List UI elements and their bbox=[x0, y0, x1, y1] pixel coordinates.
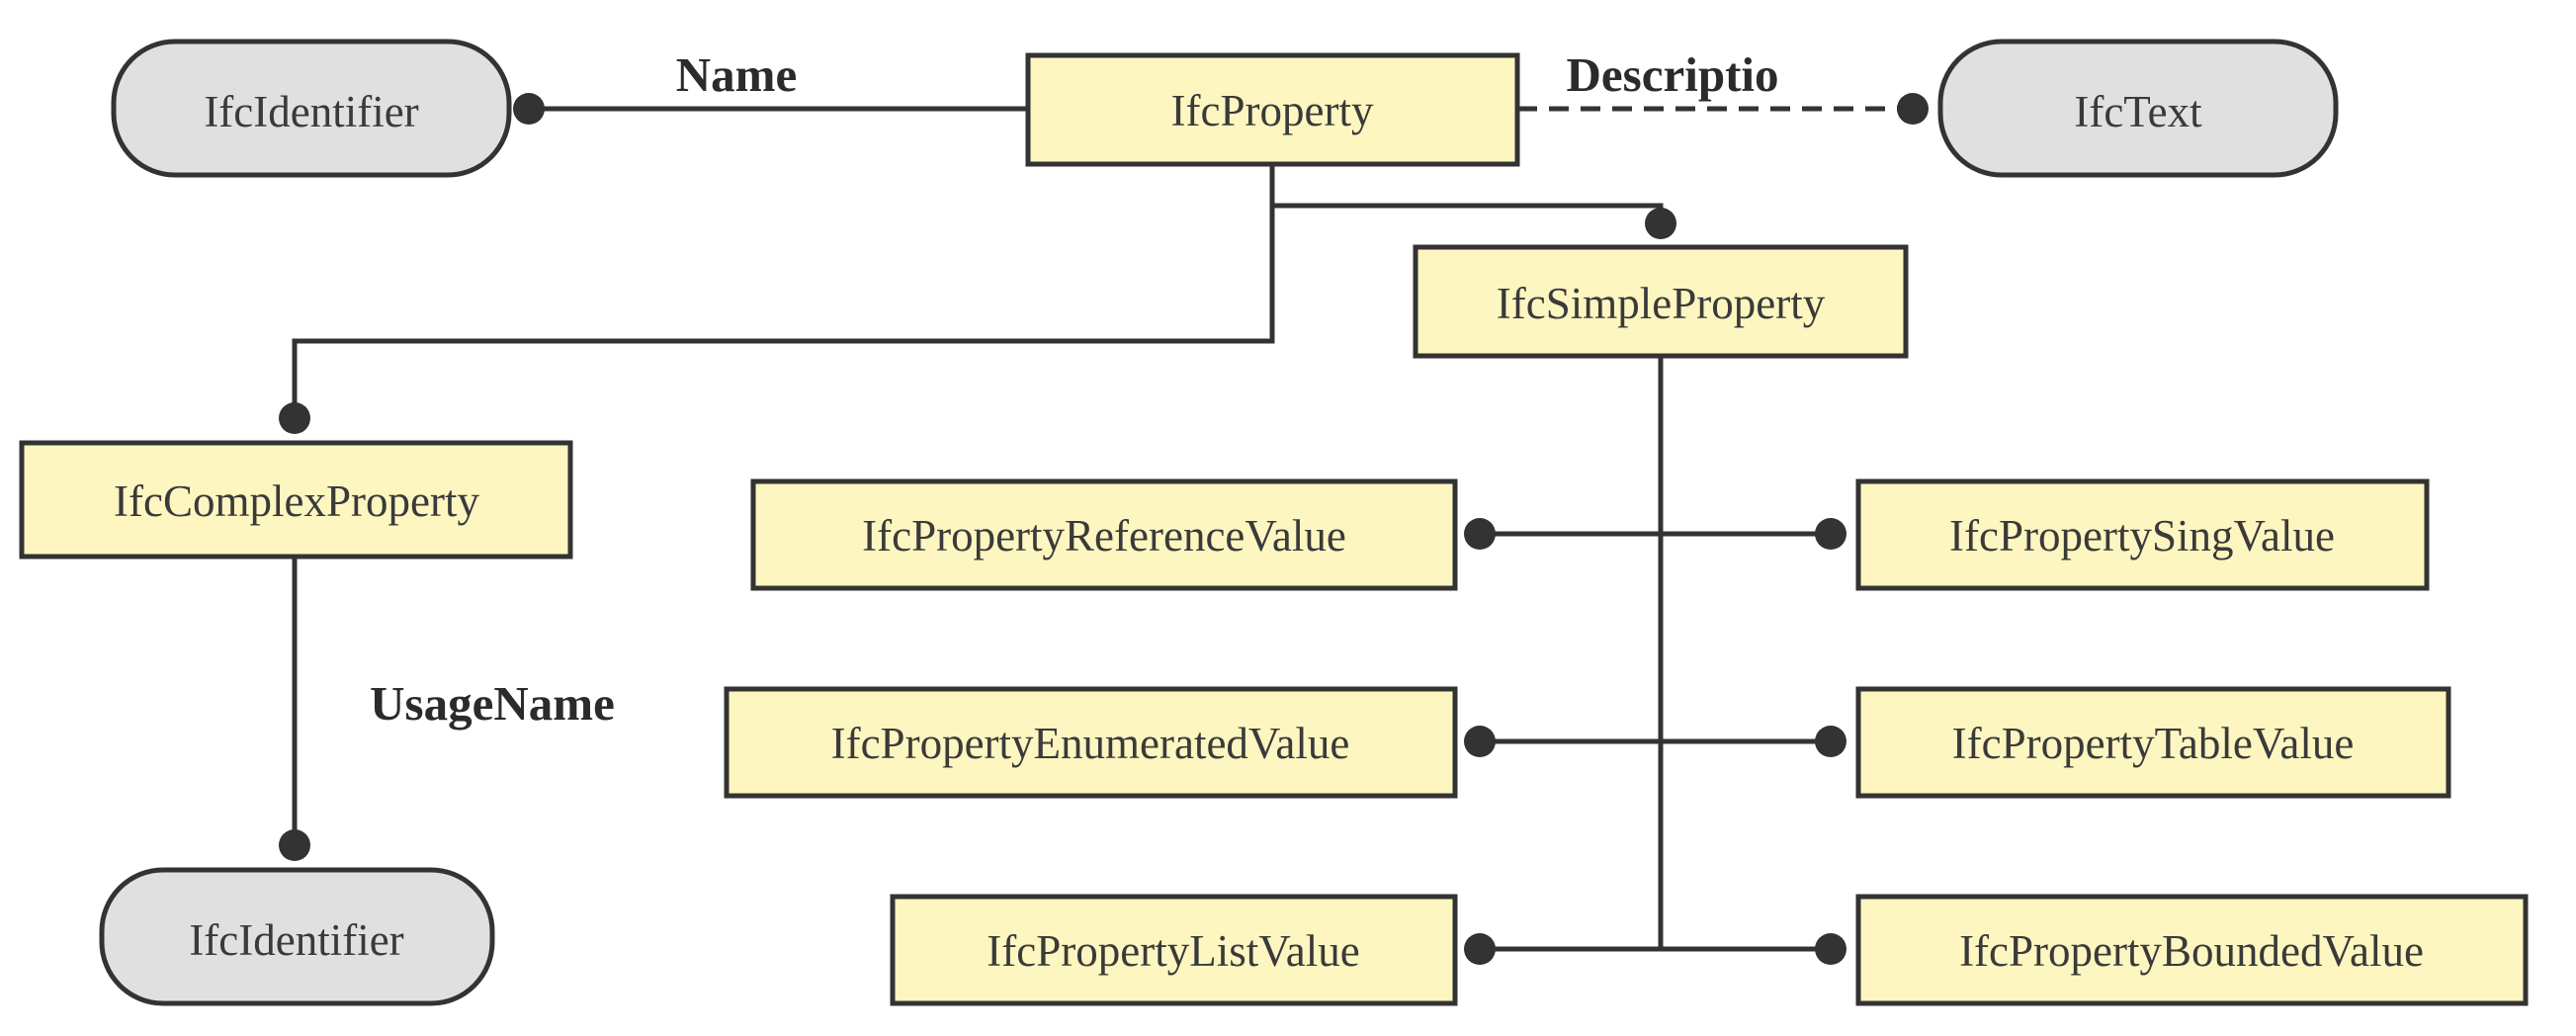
enumerated-value-end-dot bbox=[1464, 726, 1496, 757]
table-value-end-dot bbox=[1815, 726, 1846, 757]
ifc-complex-property-node: IfcComplexProperty bbox=[19, 440, 573, 560]
ifc-property-enumerated-value-shape bbox=[724, 686, 1458, 799]
ifc-identifier-top-label: IfcIdentifier bbox=[204, 87, 418, 136]
list-value-end-dot bbox=[1464, 933, 1496, 965]
bounded-value-end-dot bbox=[1815, 933, 1846, 965]
ifc-property-table-value-node: IfcPropertyTableValue bbox=[1855, 686, 2451, 799]
usage-name-relation-label: UsageName bbox=[370, 676, 615, 731]
ifc-property-reference-value-node: IfcPropertyReferenceValue bbox=[750, 478, 1458, 591]
connectors bbox=[292, 106, 1913, 952]
ifc-property-bounded-value-node: IfcPropertyBoundedValue bbox=[1855, 894, 2529, 1006]
ifc-property-list-value-label: IfcPropertyListValue bbox=[987, 926, 1359, 976]
simple-property-end-dot bbox=[1645, 208, 1676, 239]
ifc-property-reference-value-label: IfcPropertyReferenceValue bbox=[862, 511, 1346, 561]
ifc-property-enumerated-value-label: IfcPropertyEnumeratedValue bbox=[831, 719, 1350, 768]
property-to-complex-line bbox=[292, 156, 1275, 418]
complex-property-end-dot bbox=[279, 402, 310, 434]
ifc-property-shape bbox=[1025, 52, 1520, 167]
ifc-complex-property-shape bbox=[19, 440, 573, 560]
usage-name-end-dot bbox=[279, 829, 310, 861]
ifc-property-bounded-value-shape bbox=[1855, 894, 2529, 1006]
ifc-property-list-value-node: IfcPropertyListValue bbox=[890, 894, 1458, 1006]
description-end-dot bbox=[1897, 93, 1929, 125]
ifc-text-node: IfcText bbox=[1937, 39, 2339, 178]
ifc-identifier-bottom-shape bbox=[99, 867, 495, 1006]
ifc-text-shape bbox=[1937, 39, 2339, 178]
ifc-property-sing-value-shape bbox=[1855, 478, 2430, 591]
ifc-identifier-top-shape bbox=[111, 39, 512, 178]
ifc-text-label: IfcText bbox=[2074, 87, 2202, 136]
ifc-property-reference-value-shape bbox=[750, 478, 1458, 591]
ifc-property-table-value-shape bbox=[1855, 686, 2451, 799]
ifc-property-sing-value-node: IfcPropertySingValue bbox=[1855, 478, 2430, 591]
ifc-simple-property-shape bbox=[1413, 244, 1909, 359]
ifc-property-label: IfcProperty bbox=[1171, 86, 1374, 135]
ifc-property-enumerated-value-node: IfcPropertyEnumeratedValue bbox=[724, 686, 1458, 799]
ifc-property-bounded-value-label: IfcPropertyBoundedValue bbox=[1959, 926, 2424, 976]
reference-value-end-dot bbox=[1464, 518, 1496, 550]
name-end-dot bbox=[513, 93, 545, 125]
ifc-simple-property-node: IfcSimpleProperty bbox=[1413, 244, 1909, 359]
ifc-property-node: IfcProperty bbox=[1025, 52, 1520, 167]
ifc-complex-property-label: IfcComplexProperty bbox=[114, 476, 479, 526]
ifc-property-list-value-shape bbox=[890, 894, 1458, 1006]
ifc-identifier-bottom-label: IfcIdentifier bbox=[189, 915, 403, 965]
ifc-simple-property-label: IfcSimpleProperty bbox=[1497, 279, 1826, 328]
connector-dots bbox=[279, 93, 1929, 965]
sing-value-end-dot bbox=[1815, 518, 1846, 550]
description-relation-label: Descriptio bbox=[1567, 47, 1779, 102]
ifc-identifier-top-node: IfcIdentifier bbox=[111, 39, 512, 178]
ifc-property-sing-value-label: IfcPropertySingValue bbox=[1949, 511, 2335, 561]
ifc-property-table-value-label: IfcPropertyTableValue bbox=[1952, 719, 2355, 768]
ifc-identifier-bottom-node: IfcIdentifier bbox=[99, 867, 495, 1006]
name-relation-label: Name bbox=[676, 47, 797, 102]
